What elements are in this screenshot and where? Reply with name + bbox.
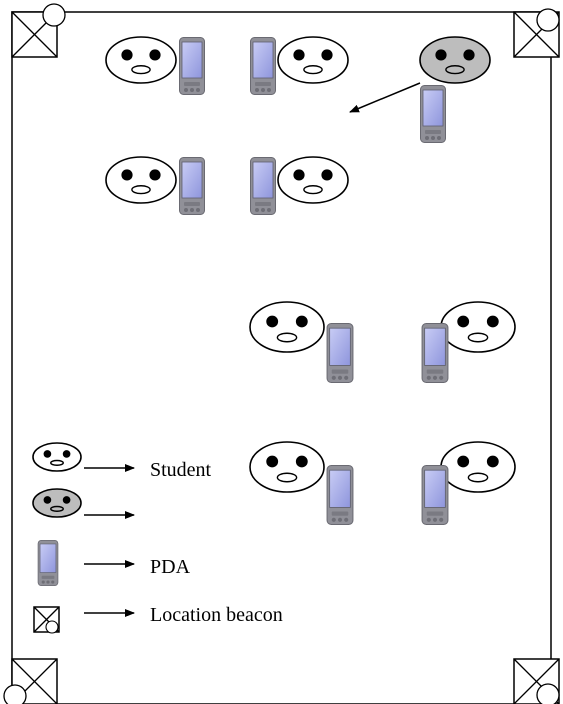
- highlighted-student-face-icon: [419, 36, 491, 84]
- legend-pda-label: PDA: [150, 556, 191, 578]
- pda-icon: [420, 85, 446, 143]
- legend-beacon-label: Location beacon: [150, 604, 283, 626]
- student-face-icon: [440, 441, 516, 493]
- legend-student-icon: [32, 442, 82, 472]
- pda-icon: [421, 323, 449, 383]
- pda-icon: [421, 465, 449, 525]
- legend-highlighted-student-icon: [32, 488, 82, 518]
- legend-student-label: Student: [150, 459, 212, 481]
- pda-icon: [179, 37, 205, 95]
- student-face-icon: [105, 36, 177, 84]
- legend-pda-icon: [37, 540, 59, 586]
- legend: Student PDA Location beacon: [32, 442, 283, 634]
- pda-icon: [250, 157, 276, 215]
- pda-icon: [179, 157, 205, 215]
- student-face-icon: [440, 301, 516, 353]
- pda-icon: [326, 323, 354, 383]
- student-face-icon: [249, 301, 325, 353]
- student-face-icon: [277, 36, 349, 84]
- student-face-icon: [105, 156, 177, 204]
- pda-icon: [250, 37, 276, 95]
- student-face-icon: [277, 156, 349, 204]
- pda-icon: [326, 465, 354, 525]
- student-face-icon: [249, 441, 325, 493]
- movement-arrow: [349, 82, 421, 113]
- room-border: [11, 11, 552, 704]
